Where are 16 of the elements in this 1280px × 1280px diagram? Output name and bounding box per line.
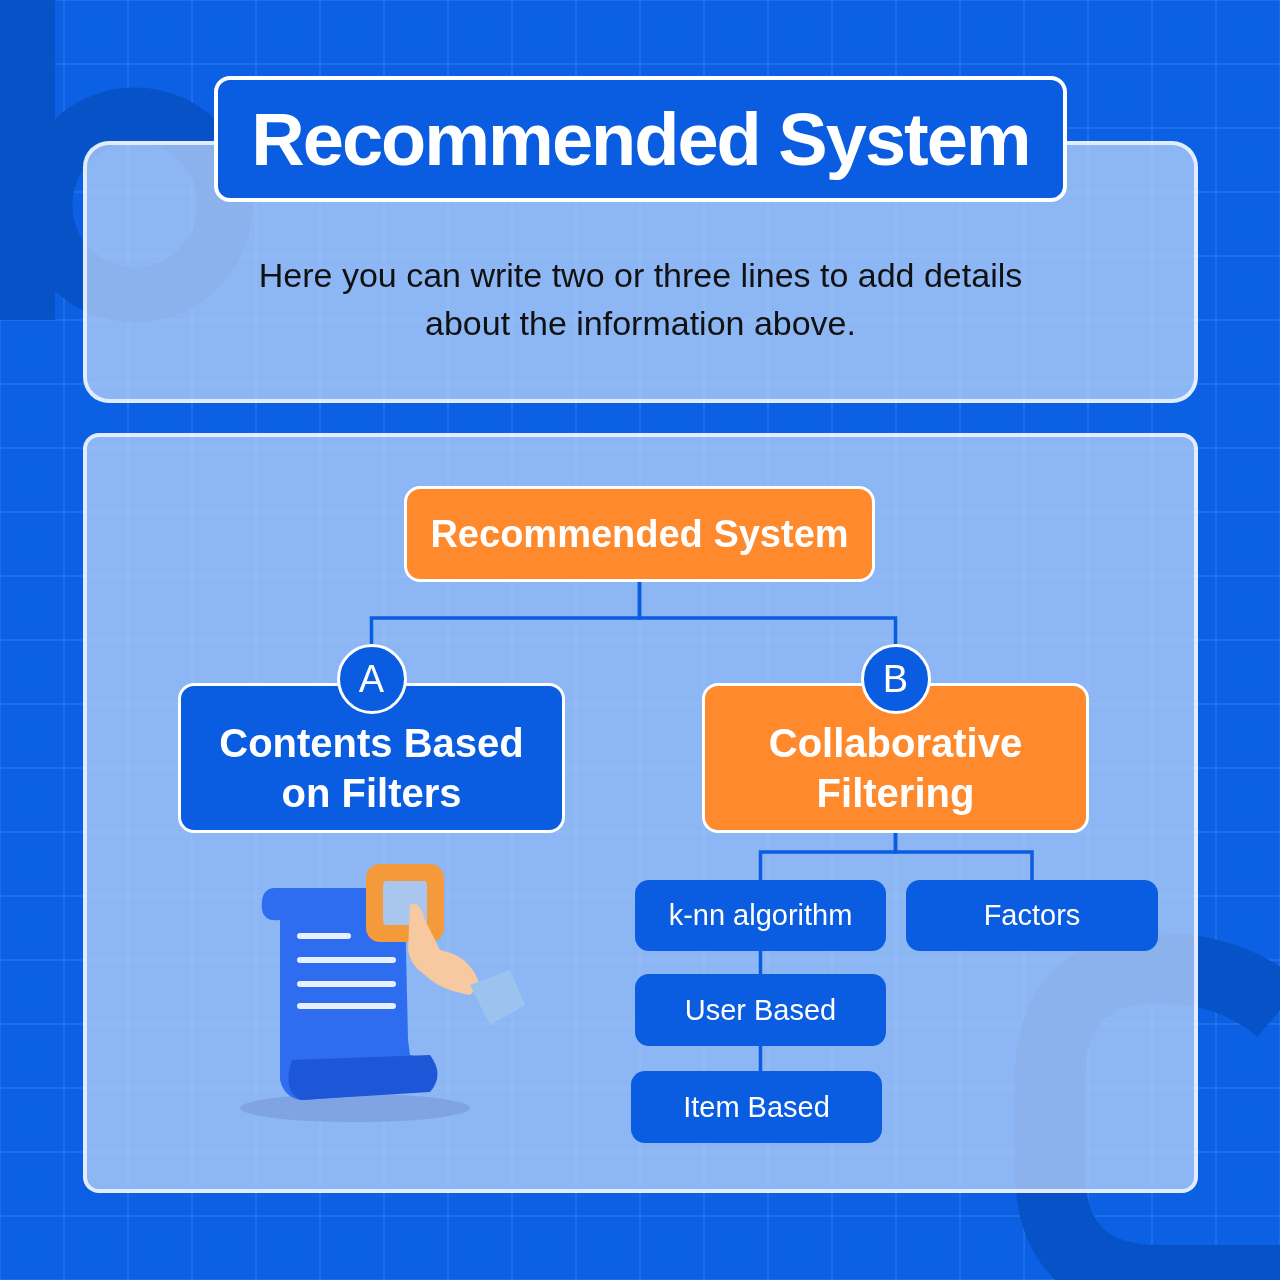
title-banner: Recommended System: [214, 76, 1067, 202]
section-letter: B: [860, 644, 931, 714]
method-box: Factors: [906, 880, 1158, 951]
category-label: Contents Based on Filters: [218, 720, 525, 817]
diagram-panel: [83, 433, 1198, 1193]
connector-line: [758, 951, 763, 974]
method-box: k-nn algorithm: [635, 880, 886, 951]
section-letter: A: [336, 644, 407, 714]
connector-line: [893, 833, 1034, 880]
method-box: Item Based: [631, 1071, 882, 1143]
method-box: User Based: [635, 974, 886, 1046]
category-label: Collaborative Filtering: [767, 720, 1024, 817]
connector-line: [758, 1046, 763, 1071]
description-text: Here you can write two or three lines to add details about the information above.: [257, 255, 1024, 344]
connector-line: [637, 582, 898, 644]
root-box: Recommended System: [404, 486, 875, 582]
